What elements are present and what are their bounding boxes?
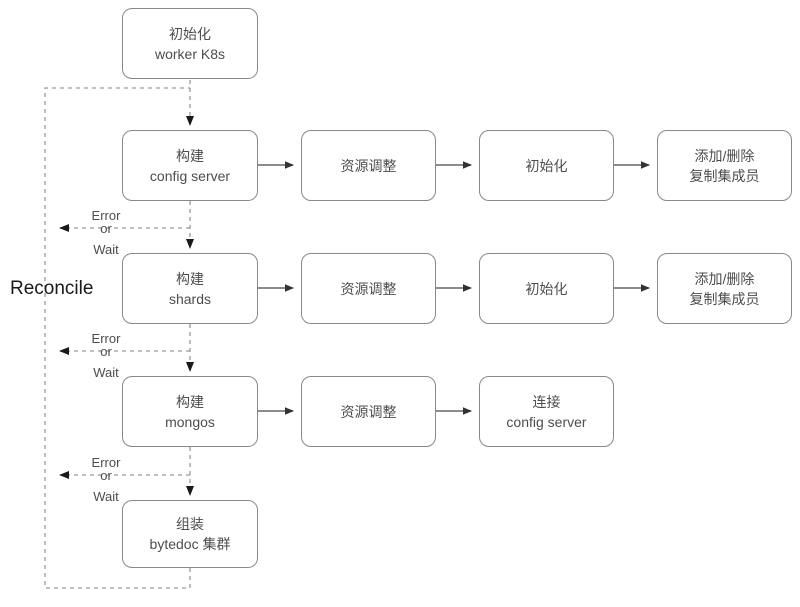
node-line-1: 资源调整 bbox=[340, 403, 397, 420]
node-line-2: mongos bbox=[165, 413, 215, 430]
node-line-1: 构建 bbox=[176, 393, 204, 410]
node-shards-initialize[interactable]: 初始化 bbox=[479, 253, 614, 324]
node-line-1: 连接 bbox=[532, 393, 561, 410]
node-assemble-bytedoc-cluster[interactable]: 组装 bytedoc 集群 bbox=[122, 500, 258, 568]
node-line-2: shards bbox=[168, 290, 212, 307]
reconcile-label: Reconcile bbox=[10, 278, 94, 299]
node-build-mongos[interactable]: 构建 mongos bbox=[122, 376, 258, 447]
edge-label-error-2: Error bbox=[91, 331, 121, 346]
node-mongos-connect-config-server[interactable]: 连接 config server bbox=[479, 376, 614, 447]
node-config-resource-adjust[interactable]: 资源调整 bbox=[301, 130, 436, 201]
edge-label-wait-1: Wait bbox=[93, 242, 119, 257]
edge-label-or-3: or bbox=[100, 468, 112, 483]
node-line-2: 复制集成员 bbox=[689, 290, 760, 307]
node-line-1: 添加/删除 bbox=[694, 147, 755, 164]
node-build-shards[interactable]: 构建 shards bbox=[122, 253, 258, 324]
node-line-1: 资源调整 bbox=[340, 280, 397, 297]
node-line-2: config server bbox=[506, 413, 587, 430]
edge-label-or-2: or bbox=[100, 344, 112, 359]
node-line-2: config server bbox=[149, 167, 231, 184]
node-line-2: 复制集成员 bbox=[689, 167, 760, 184]
node-line-1: 初始化 bbox=[525, 157, 568, 174]
node-line-1: 构建 bbox=[176, 270, 204, 287]
edge-label-error-3: Error bbox=[91, 455, 121, 470]
node-shards-resource-adjust[interactable]: 资源调整 bbox=[301, 253, 436, 324]
node-build-config-server[interactable]: 构建 config server bbox=[122, 130, 258, 201]
node-config-replicaset-members[interactable]: 添加/删除 复制集成员 bbox=[657, 130, 792, 201]
node-init-worker-k8s[interactable]: 初始化 worker K8s bbox=[122, 8, 258, 79]
node-config-initialize[interactable]: 初始化 bbox=[479, 130, 614, 201]
node-line-1: 初始化 bbox=[525, 280, 568, 297]
node-line-1: 初始化 bbox=[169, 25, 211, 42]
node-line-2: worker K8s bbox=[154, 45, 226, 62]
edge-label-wait-3: Wait bbox=[93, 489, 119, 504]
edge-label-wait-2: Wait bbox=[93, 365, 119, 380]
edge-label-or-1: or bbox=[100, 221, 112, 236]
node-line-1: 组装 bbox=[176, 516, 204, 532]
edge-label-error-1: Error bbox=[91, 208, 121, 223]
node-line-1: 添加/删除 bbox=[694, 270, 755, 287]
node-line-1: 资源调整 bbox=[340, 157, 397, 174]
node-shards-replicaset-members[interactable]: 添加/删除 复制集成员 bbox=[657, 253, 792, 324]
node-line-2: bytedoc 集群 bbox=[149, 536, 231, 552]
node-mongos-resource-adjust[interactable]: 资源调整 bbox=[301, 376, 436, 447]
node-line-1: 构建 bbox=[176, 147, 204, 164]
